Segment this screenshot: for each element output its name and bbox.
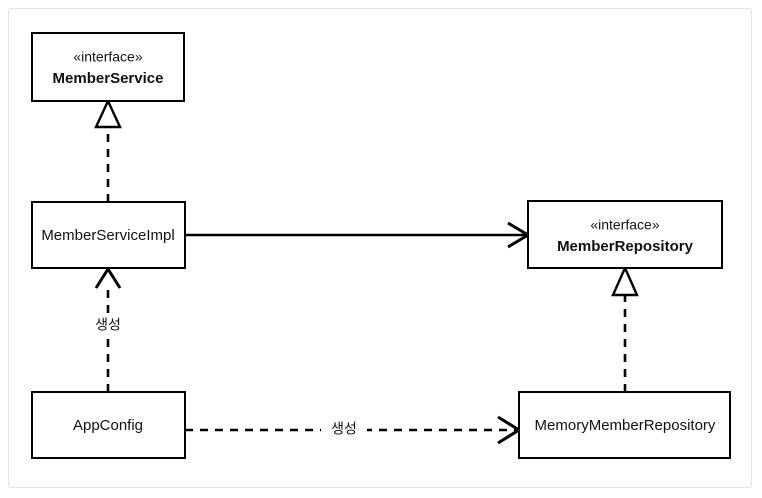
class-name-member-service: MemberService	[53, 70, 164, 87]
edge-memory-realizes-repository	[611, 265, 639, 392]
class-box-memory-member-repository[interactable]: MemoryMemberRepository	[518, 391, 731, 459]
edge-appconfig-creates-memory-repository: 생성	[185, 415, 522, 445]
class-box-member-service-impl[interactable]: MemberServiceImpl	[31, 201, 186, 269]
class-box-outline-member-service	[31, 32, 185, 102]
class-box-app-config[interactable]: AppConfig	[31, 391, 186, 459]
class-name-app-config: AppConfig	[73, 417, 143, 434]
edge-label-생성-memory: 생성	[331, 421, 357, 437]
edge-label-backdrop-memory	[321, 418, 367, 442]
edge-impl-realizes-service	[94, 98, 122, 202]
class-stereotype-member-service: «interface»	[73, 49, 142, 65]
class-name-member-service-impl: MemberServiceImpl	[41, 227, 174, 244]
class-name-memory-member-repository: MemoryMemberRepository	[535, 417, 716, 434]
class-box-outline-app-config	[31, 391, 186, 459]
edge-label-생성-impl: 생성	[95, 317, 121, 333]
class-box-outline-memory-member-repository	[518, 391, 731, 459]
class-box-outline-member-service-impl	[31, 201, 186, 269]
open-arrowhead-impl	[94, 266, 122, 289]
class-stereotype-member-repository: «interface»	[590, 217, 659, 233]
edge-impl-uses-repository	[185, 221, 531, 249]
edge-appconfig-creates-impl: 생성	[86, 266, 130, 392]
class-box-outline-member-repository	[527, 200, 723, 269]
class-name-member-repository: MemberRepository	[557, 238, 694, 255]
class-box-member-service[interactable]: «interface» MemberService	[31, 32, 185, 102]
edge-label-backdrop-impl	[86, 313, 130, 337]
class-box-member-repository[interactable]: «interface» MemberRepository	[527, 200, 723, 269]
hollow-triangle-arrowhead-memory	[611, 265, 639, 297]
hollow-triangle-arrowhead-service	[94, 98, 122, 129]
